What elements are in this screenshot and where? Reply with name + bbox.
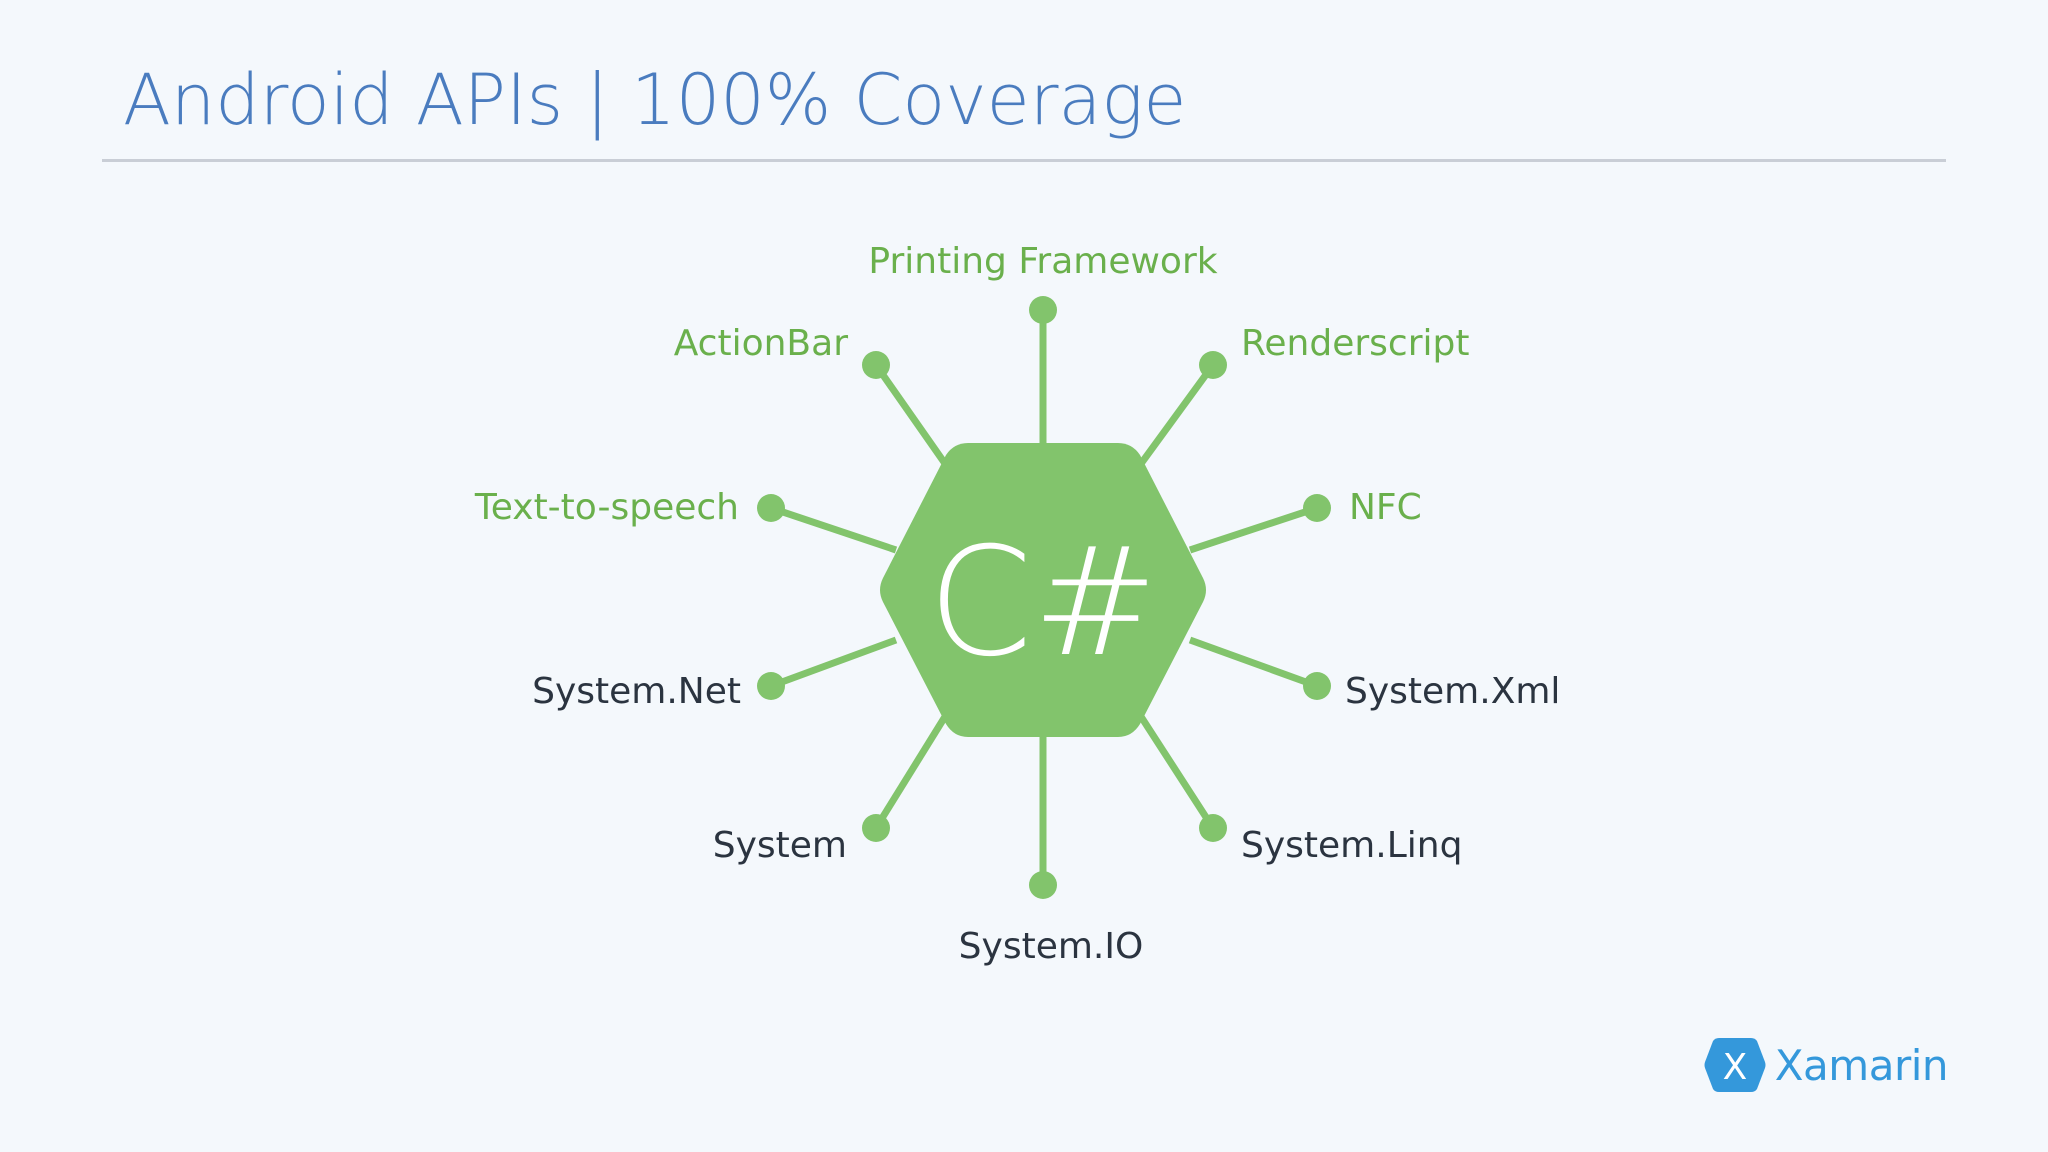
spoke-system-xml [1188, 636, 1319, 690]
node-dot-renderscript [1199, 351, 1227, 379]
node-label-system-xml: System.Xml [1345, 671, 1560, 712]
xamarin-hexagon-icon: X [1704, 1038, 1766, 1092]
node-dot-system-net [757, 672, 785, 700]
xamarin-wordmark: Xamarin [1774, 1040, 1949, 1090]
spoke-nfc [1188, 504, 1319, 554]
node-label-actionbar: ActionBar [674, 323, 849, 364]
node-dot-printing-framework [1029, 296, 1057, 324]
spokes [769, 310, 1319, 885]
spoke-text-to-speech [769, 504, 898, 554]
node-dot-system-io [1029, 871, 1057, 899]
spoke-renderscript [1137, 362, 1216, 468]
node-label-system-net: System.Net [532, 671, 741, 712]
node-label-system: System [713, 825, 847, 866]
node-label-renderscript: Renderscript [1241, 323, 1469, 364]
csharp-hub: C# [880, 443, 1206, 737]
slide-title: Android APIs | 100% Coverage [123, 59, 1187, 141]
title-divider [102, 159, 1946, 162]
node-label-nfc: NFC [1349, 487, 1422, 528]
node-dot-system-linq [1199, 814, 1227, 842]
svg-text:X: X [1722, 1047, 1747, 1088]
hub-hexagon [880, 443, 1206, 737]
node-dot-system-xml [1303, 672, 1331, 700]
node-dot-text-to-speech [757, 494, 785, 522]
node-dot-actionbar [862, 351, 890, 379]
node-label-system-io: System.IO [959, 926, 1144, 967]
node-label-system-linq: System.Linq [1241, 825, 1462, 866]
hub-label: C# [928, 516, 1158, 690]
spoke-system-net [769, 636, 898, 690]
node-label-text-to-speech: Text-to-speech [474, 487, 739, 528]
xamarin-logo: X Xamarin [1703, 1036, 1949, 1094]
spoke-system [873, 713, 949, 830]
node-label-printing-framework: Printing Framework [868, 241, 1217, 282]
node-dot-system [862, 814, 890, 842]
spoke-system-linq [1137, 713, 1216, 830]
node-dot-nfc [1303, 494, 1331, 522]
spoke-actionbar [873, 362, 949, 468]
